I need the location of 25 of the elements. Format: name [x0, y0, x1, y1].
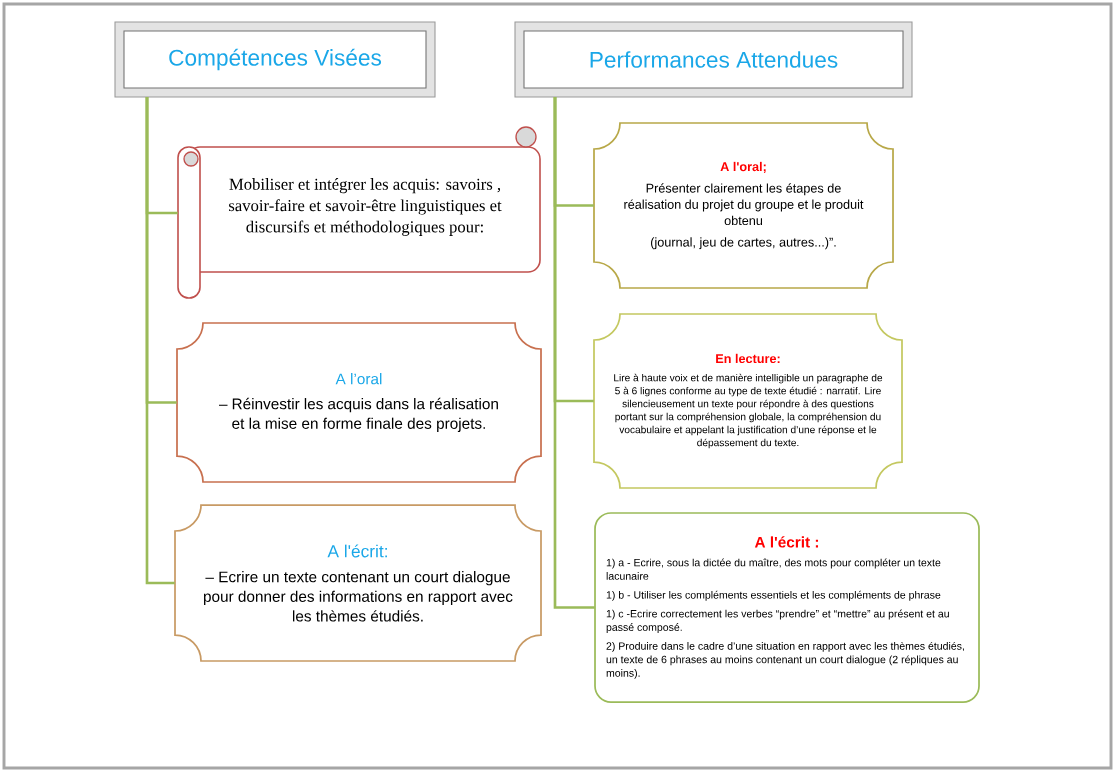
body-text: 1) b - Utiliser les compléments essentiels et les compléments de phrase [606, 590, 941, 601]
title-box [114, 21, 436, 98]
title-text: Compétences Visées [169, 48, 382, 71]
connector-line [145, 97, 175, 585]
body-text: (journal, jeu de cartes, autres...)”. [651, 237, 836, 250]
box-heading: A l’oral [335, 373, 382, 385]
body-text: 1) c -Ecrire correctement les verbes “prendre” et “mettre” au présent et au passé composé. [606, 609, 949, 634]
title-box [514, 21, 913, 98]
box-heading: A l'oral; [720, 161, 766, 173]
body-text: 1) a - Ecrire, sous la dictée du maître, des mots pour compléter un texte lacunaire [606, 558, 941, 580]
plaque-box [593, 313, 903, 489]
plaque-box [593, 122, 894, 289]
connector-line [553, 97, 595, 609]
body-text: – Ecrire un texte contenant un court dialogue pour donner des informations en rapport avec les thèmes étudiés. [204, 571, 513, 622]
plaque-box [176, 322, 542, 483]
title-text: Performances Attendues [590, 51, 838, 68]
rounded-box [594, 512, 980, 703]
body-text: 2) Produire dans le cadre d’une situation en rapport avec les thèmes étudiés, un texte de 6 phrases au moins contenant un court dialogue (2 répliques au moins). [606, 641, 964, 679]
plaque-box [174, 504, 542, 662]
box-heading: A l'écrit : [754, 536, 818, 548]
body-text: – Réinvestir les acquis dans la réalisation et la mise en forme finale des projets. [219, 397, 498, 432]
body-text: Présenter clairement les étapes de réalisation du projet du groupe et le produit obtenu [624, 183, 864, 226]
box-heading: En lecture: [716, 353, 780, 364]
box-heading: A l'écrit: [327, 544, 387, 558]
body-text: Lire à haute voix et de manière intelligible un paragraphe de 5 à 6 lignes conforme au type de texte étudié : narratif. Lire silencieusement un texte pour répondre à des questions portant sur la compréhension globale, la compréhension du vocabulaire et appelant la justification d’une réponse et le dépassement du texte. [614, 373, 883, 449]
